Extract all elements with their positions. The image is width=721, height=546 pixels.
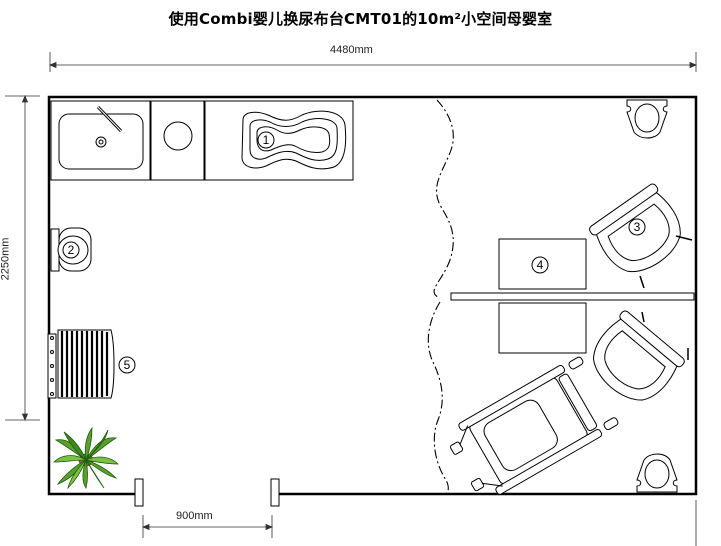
wall-seat-top: [626, 99, 668, 139]
armchair-lower: [592, 310, 685, 401]
marker-5-label: 5: [124, 358, 131, 372]
marker-4: [531, 256, 549, 274]
wheelchair: [449, 356, 619, 495]
marker-2-label: 2: [68, 243, 75, 257]
width-dimension-label: 4480mm: [330, 44, 373, 56]
curtain-line: [427, 99, 454, 495]
marker-1-label: 1: [263, 133, 270, 147]
marker-1: [257, 131, 275, 149]
armchair-legs: [639, 235, 693, 360]
plan-title: 使用Combi婴儿换尿布台CMT01的10m²小空间母婴室: [168, 10, 553, 28]
dimension-lines: [5, 52, 698, 546]
wall-seat-bottom: [636, 453, 678, 493]
radiator: [47, 329, 115, 399]
door-dimension-label: 900mm: [176, 510, 213, 522]
marker-4-label: 4: [537, 258, 544, 272]
potted-plant: [53, 426, 119, 490]
marker-5: [118, 356, 136, 374]
divider-shelf: [450, 292, 695, 301]
door-posts: [134, 478, 280, 507]
marker-2: [62, 241, 80, 259]
baby-changing-table: [241, 110, 347, 170]
marker-3-label: 3: [634, 220, 641, 234]
marker-3: [628, 218, 646, 236]
room-walls: [47, 95, 698, 496]
